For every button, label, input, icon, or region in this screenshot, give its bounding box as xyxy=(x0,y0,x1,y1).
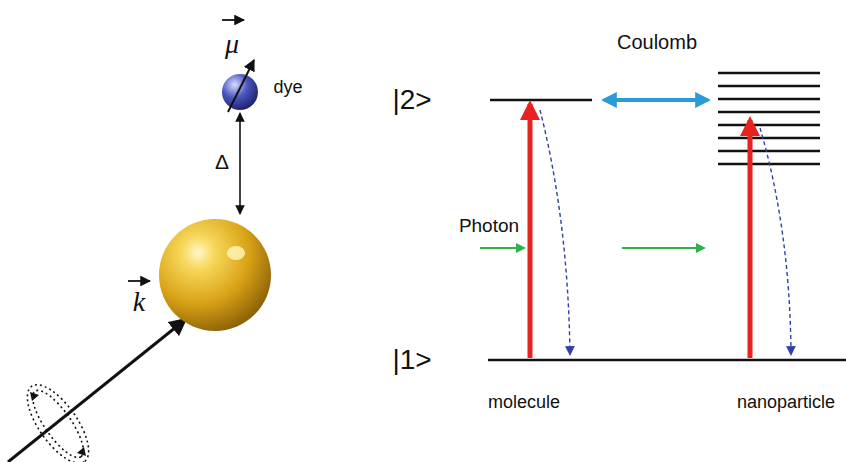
gold-nanoparticle xyxy=(159,219,271,331)
dipole-symbol: μ xyxy=(225,29,239,60)
wave-vector-symbol: k xyxy=(133,287,145,318)
decay-arrow xyxy=(760,128,791,354)
photon-arrow xyxy=(480,247,524,249)
system-name: molecule xyxy=(488,393,560,413)
vector-accent xyxy=(222,19,244,21)
level-name: |2> xyxy=(392,85,431,116)
ground-level xyxy=(488,359,846,362)
decay-arrow xyxy=(540,110,570,354)
level-name: |1> xyxy=(392,345,431,376)
dipole-arrow xyxy=(228,60,254,112)
photon-name: Photon xyxy=(459,216,519,237)
interaction-name: Coulomb xyxy=(617,31,697,53)
part-name: dye xyxy=(273,78,302,98)
photon-arrow xyxy=(622,247,704,249)
distance-arrow xyxy=(239,113,241,214)
distance-symbol: Δ xyxy=(215,150,229,173)
coulomb-arrow xyxy=(604,98,708,102)
excitation-arrow xyxy=(748,120,753,358)
sphere-highlight xyxy=(227,246,245,260)
excited-level xyxy=(490,99,592,102)
system-name: nanoparticle xyxy=(737,393,835,413)
nanoparticle-levels xyxy=(718,73,820,164)
vector-accent xyxy=(128,280,150,282)
dye-molecule xyxy=(222,74,258,110)
polarization-loops xyxy=(16,375,100,462)
wave-vector-arrow xyxy=(8,319,186,462)
excitation-arrow xyxy=(528,104,533,358)
